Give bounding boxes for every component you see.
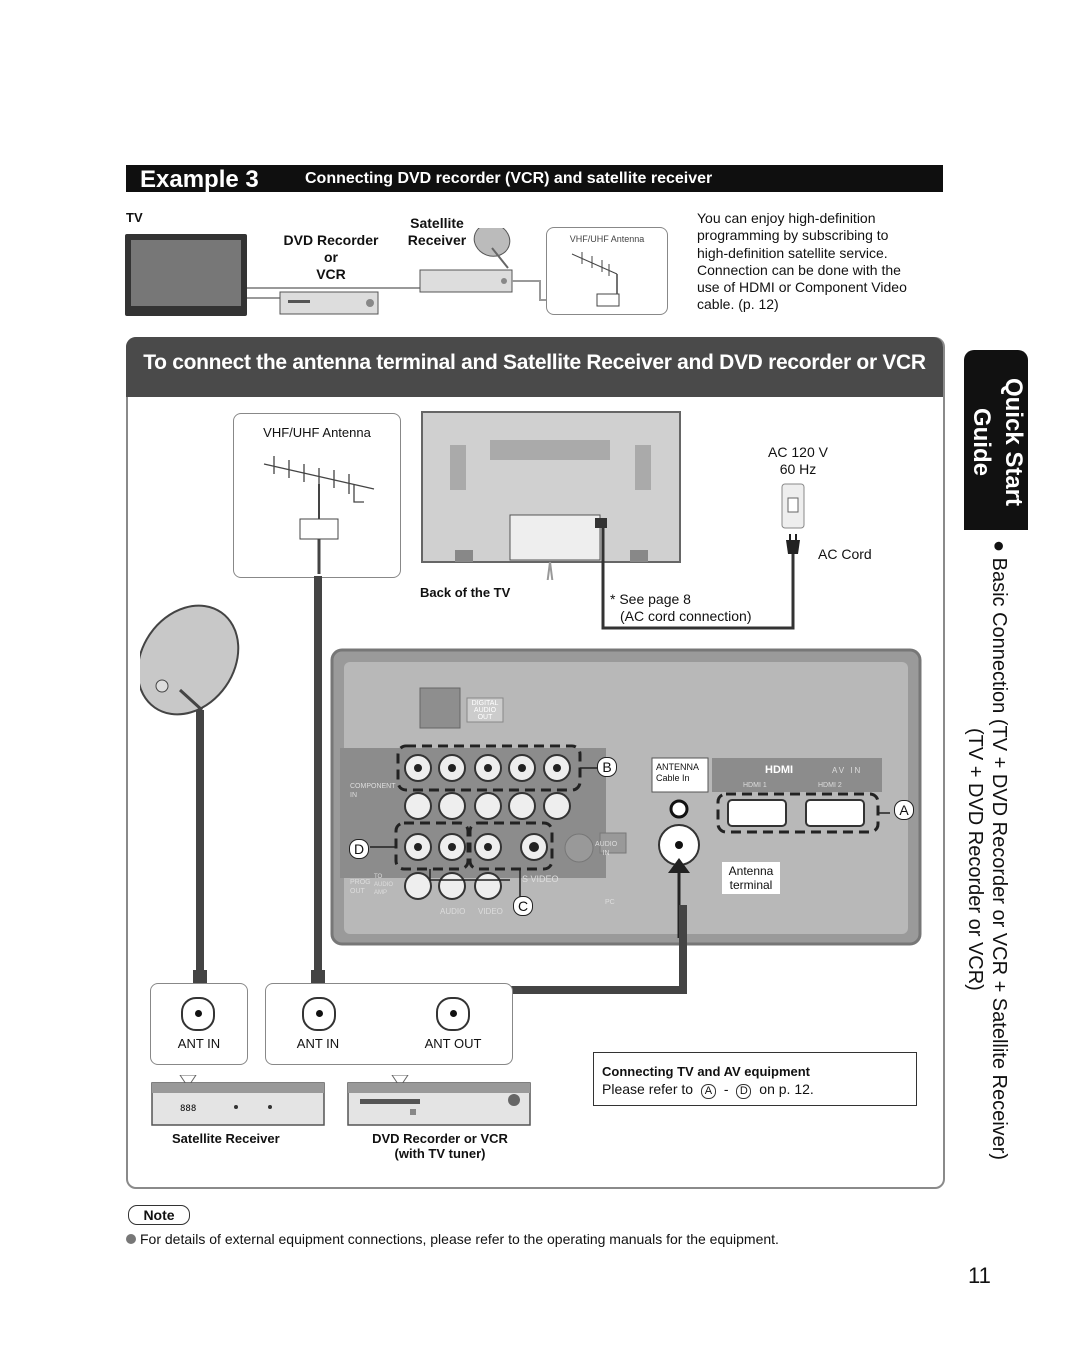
sat-ant-in-box: ANT IN (150, 983, 248, 1065)
back-of-tv-label: Back of the TV (420, 585, 511, 600)
pc-label: PC (605, 899, 615, 906)
audio-bottom-label: AUDIO (440, 907, 466, 916)
svg-text:888: 888 (180, 1104, 196, 1114)
hdmi-logo: HDMI (765, 764, 794, 776)
guide-label: Guide (968, 408, 995, 477)
section-banner-title: To connect the antenna terminal and Sate… (143, 351, 926, 374)
basic-connection-sub: (TV + DVD Recorder or VCR) (964, 728, 986, 991)
tv-back-illustration (421, 411, 681, 580)
basic-connection-label: ● Basic Connection (TV + DVD Recorder or… (988, 540, 1010, 1161)
dvd-vcr-caption: DVD Recorder or VCR(with TV tuner) (372, 1131, 508, 1161)
satellite-receiver-label: Satellite Receiver (407, 215, 467, 248)
top-antenna-box: VHF/UHF Antenna (546, 227, 668, 315)
ac-cord-label: AC Cord (818, 546, 872, 562)
ac-voltage: AC 120 V 60 Hz (768, 444, 828, 477)
top-description: You can enjoy high-definition programmin… (697, 210, 907, 313)
example-title: Example 3 (140, 166, 259, 193)
dvd-ant-box: ANT IN ANT OUT (265, 983, 513, 1065)
label-c: C (513, 896, 533, 916)
bottom-devices: 888 (151, 1075, 531, 1126)
dvd-recorder-label: DVD Recorder or VCR (283, 232, 379, 282)
tv-label: TV (126, 210, 143, 225)
label-a: A (894, 800, 914, 820)
see-page-note: * See page 8 (AC cord connection) (610, 591, 752, 624)
antenna-icon (263, 456, 375, 574)
example-header-bar (126, 165, 943, 192)
top-setup-illustration (125, 228, 621, 316)
hdmi1-label: HDMI 1 (743, 782, 767, 789)
label-d: D (349, 839, 369, 859)
ac-cord-illustration (601, 483, 805, 630)
av-in-label: AV IN (832, 766, 863, 775)
video-bottom-label: VIDEO (478, 907, 503, 916)
example-subtitle: Connecting DVD recorder (VCR) and satell… (305, 170, 713, 187)
section-banner: To connect the antenna terminal and Sate… (126, 337, 943, 397)
connecting-tv-title: Connecting TV and AV equipment (602, 1064, 810, 1079)
quick-start-tab (964, 350, 1028, 530)
s-video-label: S VIDEO (522, 874, 559, 884)
note-label: Note (128, 1205, 190, 1225)
connecting-tv-text: Please refer to A - D on p. 12. (602, 1081, 814, 1099)
connecting-tv-box: Connecting TV and AV equipment Please re… (593, 1052, 917, 1106)
page-number: 11 (968, 1263, 991, 1288)
cables-and-dish (140, 576, 687, 994)
note-text: For details of external equipment connec… (126, 1231, 779, 1248)
satellite-receiver-caption: Satellite Receiver (172, 1131, 280, 1146)
antenna-label: VHF/UHF Antenna (263, 425, 371, 440)
quick-start-label: Quick Start (1000, 378, 1027, 507)
label-b: B (597, 757, 617, 777)
hdmi2-label: HDMI 2 (818, 782, 842, 789)
antenna-box: VHF/UHF Antenna (233, 413, 401, 578)
